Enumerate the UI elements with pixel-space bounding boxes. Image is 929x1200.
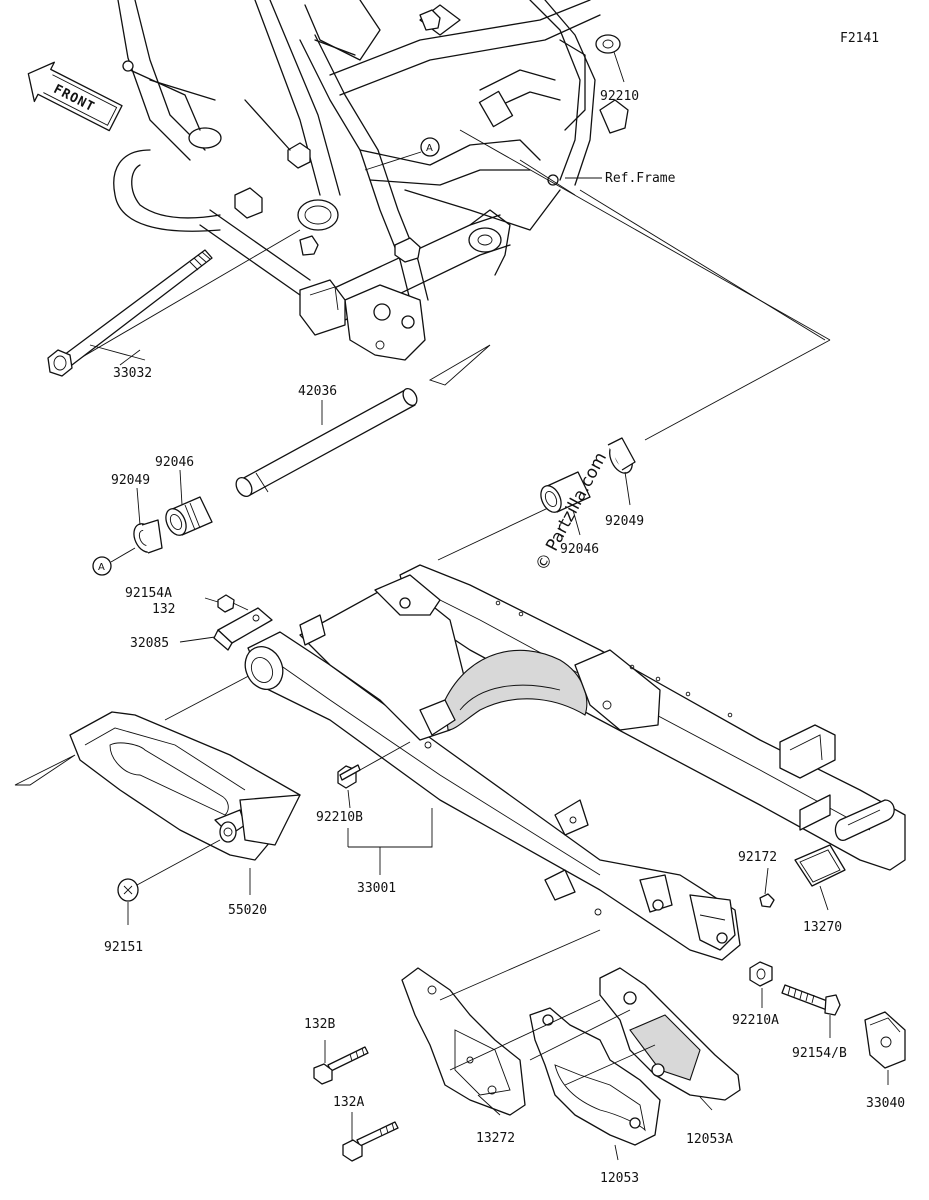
label-55020: 55020 (228, 903, 267, 918)
screw-92172-drawing (759, 867, 775, 908)
block-33040-drawing (864, 1011, 906, 1085)
bolt-132a-drawing (342, 1112, 399, 1162)
bolt-132b-drawing (313, 1040, 369, 1085)
guide-block-12053a-drawing (599, 967, 741, 1111)
figure-code: F2141 (840, 31, 879, 46)
callout-a-seal: A (92, 547, 136, 576)
bolt-92154b-drawing (781, 984, 841, 1038)
label-92151: 92151 (104, 940, 143, 955)
label-42036: 42036 (298, 384, 337, 399)
alignment-lines (14, 129, 831, 786)
label-132b: 132B (304, 1017, 335, 1032)
label-ref-frame: Ref.Frame (605, 171, 676, 186)
callout-a-frame: A (364, 137, 440, 171)
label-33040: 33040 (866, 1096, 905, 1111)
sleeve-42036-drawing (235, 387, 418, 497)
seal-92049-left-drawing (133, 487, 163, 554)
svg-text:A: A (426, 143, 433, 154)
chain-guide-55020-drawing (69, 711, 301, 895)
bearing-92046-left-drawing (165, 469, 213, 536)
label-92210: 92210 (600, 89, 639, 104)
label-13270: 13270 (803, 920, 842, 935)
bearing-92046-right-drawing (540, 471, 591, 536)
nut-92210b-drawing (337, 741, 411, 809)
nut-92210-drawing (595, 34, 625, 83)
screw-92151-drawing (117, 839, 221, 925)
label-12053a: 12053A (686, 1132, 733, 1147)
seal-92049-right-drawing (607, 437, 636, 506)
guide-12053-drawing (529, 1007, 661, 1161)
frame-drawing (113, 0, 629, 361)
pivot-bolt-33032-drawing (47, 249, 213, 377)
guide-leader-lines (439, 929, 656, 1086)
label-92154a: 92154A (125, 586, 172, 601)
label-92046-left: 92046 (155, 455, 194, 470)
label-132a: 132A (333, 1095, 364, 1110)
plate-32085-drawing (179, 607, 273, 651)
label-92046-right: 92046 (560, 542, 599, 557)
guard-plate-13272-drawing (401, 967, 526, 1116)
front-direction-arrow: FRONT (27, 61, 123, 132)
label-32085: 32085 (130, 636, 169, 651)
label-92210a: 92210A (732, 1013, 779, 1028)
label-12053: 12053 (600, 1171, 639, 1186)
swingarm-33001-drawing (244, 564, 906, 961)
nut-92210a-drawing (749, 961, 773, 1008)
label-33032: 33032 (113, 366, 152, 381)
label-33001-bracket (347, 808, 433, 875)
label-33001: 33001 (357, 881, 396, 896)
plate-13270-drawing (794, 844, 846, 911)
label-92049-right: 92049 (605, 514, 644, 529)
label-92049-left: 92049 (111, 473, 150, 488)
label-92210b: 92210B (316, 810, 363, 825)
label-92172: 92172 (738, 850, 777, 865)
label-132: 132 (152, 602, 175, 617)
label-13272: 13272 (476, 1131, 515, 1146)
bolt-92154a-drawing (204, 594, 249, 613)
label-92154b: 92154/B (792, 1046, 847, 1061)
svg-text:A: A (98, 562, 105, 573)
